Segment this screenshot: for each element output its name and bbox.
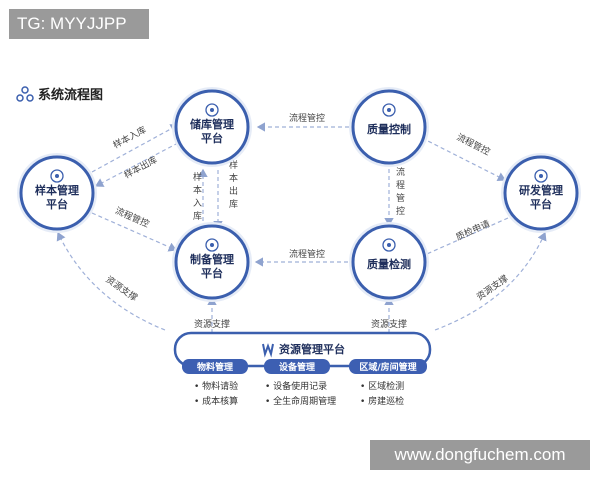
shield-icon	[382, 103, 396, 117]
label-storage-in-vertical: 样本入库	[193, 171, 202, 222]
chart-icon	[50, 169, 64, 183]
edge-rnd-to-test	[418, 217, 509, 259]
section-pill-label: 区域/房间管理	[359, 361, 416, 373]
edge-qc-to-rnd	[421, 137, 507, 182]
section-pill: 设备管理	[264, 359, 330, 374]
label-res-to-rnd: 资源支撑	[474, 272, 510, 302]
list-item: 设备使用记录	[265, 380, 336, 395]
edge-sample-out	[94, 142, 179, 187]
crosshair-icon	[382, 238, 396, 252]
node-label: 质量检测	[367, 257, 411, 271]
resource-platform: 资源管理平台 物料管理 设备管理 区域/房间管理	[173, 331, 432, 374]
label-qc-to-rnd: 流程管控	[455, 131, 493, 158]
section-list-material: 物料请验 成本核算	[194, 380, 238, 410]
list-item: 区域检测	[360, 380, 404, 395]
section-list-equipment: 设备使用记录 全生命周期管理	[265, 380, 336, 410]
wave-icon	[205, 238, 219, 252]
label-res-to-prep: 资源支撑	[194, 318, 230, 330]
node-label: 储库管理	[190, 117, 234, 131]
section-pill: 区域/房间管理	[349, 359, 427, 374]
node-label: 平台	[530, 197, 552, 211]
section-pill-label: 设备管理	[279, 361, 315, 373]
resource-platform-title: 资源管理平台	[279, 342, 345, 356]
label-rnd-to-test: 质检申请	[454, 217, 492, 243]
list-item: 物料请验	[194, 380, 238, 395]
gear-icon	[205, 103, 219, 117]
label-qc-to-test: 流程管控	[396, 166, 405, 217]
watermark-bottom-right: www.dongfuchem.com	[370, 440, 590, 470]
section-pill: 物料管理	[182, 359, 248, 374]
node-label: 平台	[201, 266, 223, 280]
node-label: 平台	[46, 197, 68, 211]
list-item: 成本核算	[194, 395, 238, 410]
edge-res-to-rnd	[434, 231, 547, 331]
label-sample-out: 样本出库	[122, 154, 159, 182]
section-list-area: 区域检测 房建巡检	[360, 380, 404, 410]
label-res-to-test: 资源支撑	[371, 318, 407, 330]
watermark-top-left: TG: MYYJJPP	[9, 9, 149, 39]
diagram-title: 系统流程图	[16, 84, 103, 103]
flask-icon	[534, 169, 548, 183]
label-storage-out-vertical: 样本出库	[229, 159, 238, 210]
label-sample-to-prep: 流程管控	[113, 204, 151, 230]
edge-sample-in	[91, 124, 180, 173]
node-quality-control: 质量控制	[349, 87, 429, 167]
node-label: 平台	[201, 131, 223, 145]
node-label: 样本管理	[35, 183, 79, 197]
label-qc-to-storage: 流程管控	[289, 112, 325, 124]
label-res-to-sample: 资源支撑	[104, 273, 140, 303]
label-test-to-prep: 流程管控	[289, 248, 325, 260]
node-label: 制备管理	[190, 252, 234, 266]
node-label: 研发管理	[519, 183, 563, 197]
flow-chart-icon	[16, 85, 34, 102]
section-pill-label: 物料管理	[197, 361, 233, 373]
resource-icon	[262, 343, 274, 358]
list-item: 房建巡检	[360, 395, 404, 410]
node-quality-test: 质量检测	[349, 222, 429, 302]
label-sample-in: 样本入库	[111, 124, 148, 152]
edge-sample-to-prep	[91, 212, 178, 252]
diagram-title-text: 系统流程图	[38, 88, 104, 103]
list-item: 全生命周期管理	[265, 395, 336, 410]
node-label: 质量控制	[367, 122, 411, 136]
